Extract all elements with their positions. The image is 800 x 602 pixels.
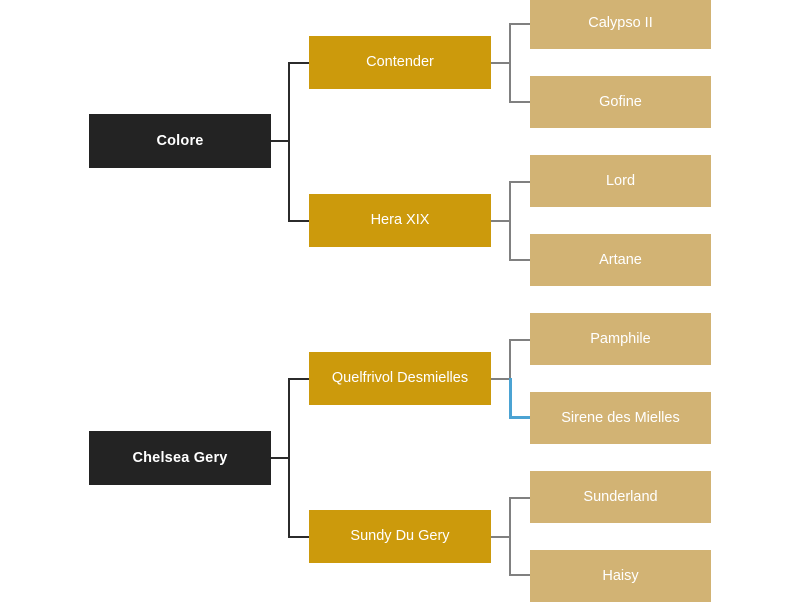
connector-quelfrivol-spine-lower-highlight xyxy=(509,378,512,419)
connector-contender-to-gofine xyxy=(509,101,530,103)
connector-colore-to-hera xyxy=(288,220,309,222)
connector-hera-to-artane xyxy=(509,259,530,261)
node-contender[interactable]: Contender xyxy=(309,36,491,89)
node-gofine[interactable]: Gofine xyxy=(530,76,711,128)
connector-chelsea-to-quelfrivol xyxy=(288,378,309,380)
node-label: Chelsea Gery xyxy=(132,449,228,466)
node-label: Contender xyxy=(366,54,434,71)
node-calypso-ii[interactable]: Calypso II xyxy=(530,0,711,49)
node-haisy[interactable]: Haisy xyxy=(530,550,711,602)
node-label: Quelfrivol Desmielles xyxy=(331,370,469,387)
node-pamphile[interactable]: Pamphile xyxy=(530,313,711,365)
connector-colore-root-stub xyxy=(271,140,290,142)
connector-quelfrivol-to-pamphile xyxy=(509,339,530,341)
connector-chelsea-spine xyxy=(288,378,290,538)
node-label: Sundy Du Gery xyxy=(350,528,450,545)
connector-contender-spine xyxy=(509,23,511,103)
connector-chelsea-to-sundy xyxy=(288,536,309,538)
connector-hera-spine xyxy=(509,181,511,260)
node-colore[interactable]: Colore xyxy=(89,114,271,168)
node-sundy-du-gery[interactable]: Sundy Du Gery xyxy=(309,510,491,563)
node-label: Calypso II xyxy=(588,14,653,31)
connector-quelfrivol-to-sirene-highlight xyxy=(509,416,530,419)
connector-sundy-to-haisy xyxy=(509,574,530,576)
node-artane[interactable]: Artane xyxy=(530,234,711,286)
node-label: Hera XIX xyxy=(370,212,430,229)
node-label: Lord xyxy=(605,172,636,189)
connector-sundy-to-sunderland xyxy=(509,497,530,499)
connector-sundy-stub xyxy=(491,536,510,538)
node-label: Sirene des Mielles xyxy=(561,409,680,426)
connector-contender-to-calypso xyxy=(509,23,530,25)
connector-hera-to-lord xyxy=(509,181,530,183)
connector-quelfrivol-stub xyxy=(491,378,510,380)
connector-contender-stub xyxy=(491,62,510,64)
node-lord[interactable]: Lord xyxy=(530,155,711,207)
node-label: Colore xyxy=(156,132,204,149)
connector-sundy-spine xyxy=(509,497,511,576)
connector-colore-to-contender xyxy=(288,62,309,64)
node-label: Pamphile xyxy=(590,330,651,347)
node-hera-xix[interactable]: Hera XIX xyxy=(309,194,491,247)
node-sunderland[interactable]: Sunderland xyxy=(530,471,711,523)
connector-colore-spine xyxy=(288,62,290,222)
connector-hera-stub xyxy=(491,220,510,222)
node-quelfrivol-desmielles[interactable]: Quelfrivol Desmielles xyxy=(309,352,491,405)
node-label: Gofine xyxy=(599,93,642,110)
node-label: Haisy xyxy=(602,567,639,584)
connector-chelsea-root-stub xyxy=(271,457,290,459)
connector-quelfrivol-spine-upper xyxy=(509,339,511,380)
node-sirene-des-mielles[interactable]: Sirene des Mielles xyxy=(530,392,711,444)
node-label: Artane xyxy=(599,251,642,268)
node-label: Sunderland xyxy=(583,488,658,505)
node-chelsea-gery[interactable]: Chelsea Gery xyxy=(89,431,271,485)
